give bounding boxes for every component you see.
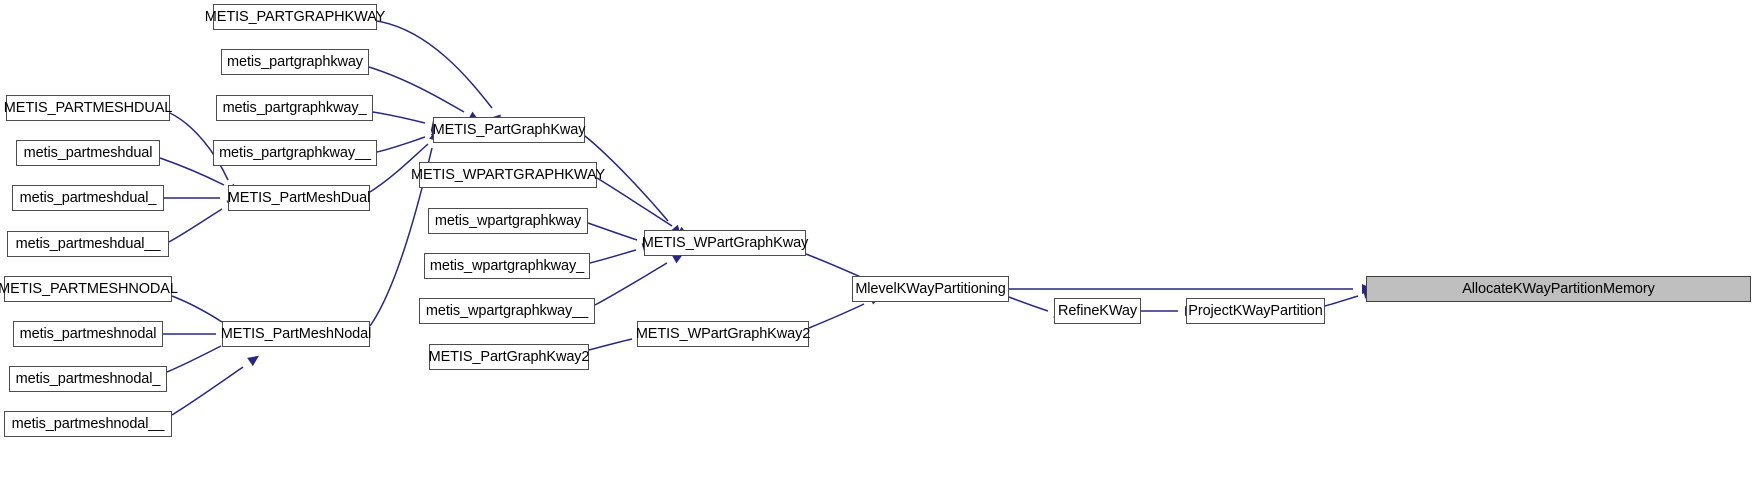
call-edge <box>368 66 465 113</box>
call-edge <box>594 262 668 306</box>
graph-node-refinekway[interactable]: RefineKWay <box>1054 298 1141 324</box>
call-edge <box>596 177 673 227</box>
graph-node-metis-partgraphkway[interactable]: metis_partgraphkway__ <box>213 140 377 166</box>
graph-node-metis-partgraphkway[interactable]: METIS_PartGraphKway <box>433 117 586 143</box>
graph-node-metis-wpartgraphkway[interactable]: metis_wpartgraphkway__ <box>419 298 595 324</box>
graph-node-metis-partmeshnodal[interactable]: METIS_PartMeshNodal <box>221 321 371 347</box>
graph-node-metis-partgraphkway[interactable]: metis_partgraphkway_ <box>216 95 373 121</box>
graph-node-metis-wpartgraphkway[interactable]: metis_wpartgraphkway_ <box>424 253 590 279</box>
call-edge <box>376 136 426 153</box>
graph-node-metis-partgraphkway2[interactable]: METIS_PartGraphKway2 <box>429 344 590 370</box>
graph-node-metis-partmeshdual[interactable]: metis_partmeshdual <box>16 140 160 166</box>
graph-node-mlevelkwaypartitioning[interactable]: MlevelKWayPartitioning <box>852 276 1009 302</box>
call-edge <box>171 295 223 323</box>
graph-node-metis-partmeshdual[interactable]: METIS_PartMeshDual <box>228 185 370 211</box>
graph-node-metis-partmeshnodal[interactable]: metis_partmeshnodal_ <box>9 366 167 392</box>
graph-node-metis-wpartgraphkway[interactable]: METIS_WPartGraphKway <box>642 230 808 256</box>
call-edge <box>171 366 244 416</box>
graph-node-metis-wpartgraphkway[interactable]: metis_wpartgraphkway <box>428 208 588 234</box>
graph-node-metis-partmeshnodal[interactable]: metis_partmeshnodal__ <box>4 411 172 437</box>
graph-node-metis-partmeshnodal[interactable]: metis_partmeshnodal <box>13 321 163 347</box>
graph-node-allocatekwaypartitionmemory[interactable]: AllocateKWayPartitionMemory <box>1366 276 1751 302</box>
graph-node-metis-partmeshdual[interactable]: METIS_PARTMESHDUAL <box>4 95 172 121</box>
call-edge <box>808 303 865 329</box>
graph-node-metis-partmeshnodal[interactable]: METIS_PARTMESHNODAL <box>0 276 178 302</box>
graph-node-metis-wpartgraphkway[interactable]: METIS_WPARTGRAPHKWAY <box>411 162 605 188</box>
call-edge <box>168 208 223 243</box>
call-edge <box>166 345 222 373</box>
graph-node-metis-partgraphkway[interactable]: metis_partgraphkway <box>221 49 369 75</box>
edge-arrowhead <box>247 355 260 367</box>
graph-node-metis-partgraphkway[interactable]: METIS_PARTGRAPHKWAY <box>205 4 385 30</box>
call-edge <box>372 111 426 124</box>
call-edge <box>1324 295 1359 307</box>
call-edge <box>1008 296 1049 312</box>
call-edge <box>805 253 864 279</box>
graph-node-metis-partmeshdual[interactable]: metis_partmeshdual_ <box>12 185 164 211</box>
call-edge <box>587 222 638 241</box>
call-edge <box>588 338 633 351</box>
graph-node-metis-partmeshdual[interactable]: metis_partmeshdual__ <box>7 231 169 257</box>
call-edge <box>589 249 637 264</box>
graph-node-metis-wpartgraphkway2[interactable]: METIS_WPartGraphKway2 <box>636 321 810 347</box>
call-edge <box>376 20 493 109</box>
graph-node-projectkwaypartition[interactable]: ProjectKWayPartition <box>1186 298 1325 324</box>
